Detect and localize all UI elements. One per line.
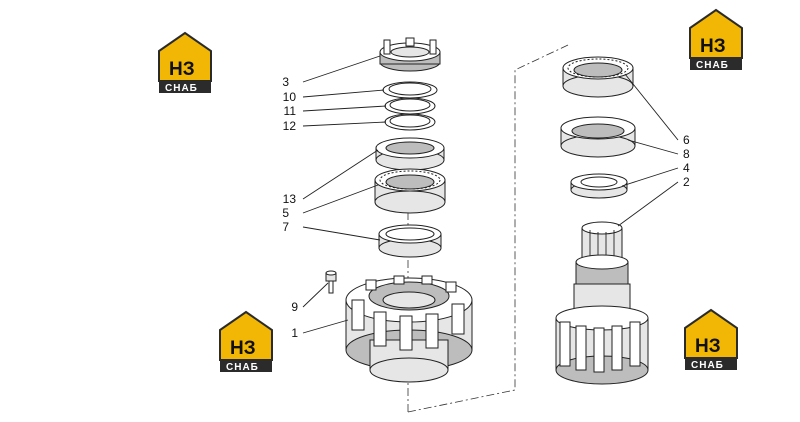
logo-bottom-text: СНАБ — [165, 83, 198, 94]
callout-2: 2 — [683, 175, 690, 189]
logo-top-left: НЗ СНАБ — [158, 32, 212, 94]
leader-lines — [302, 55, 679, 334]
part-11-ring — [384, 97, 436, 115]
part-12-ring — [384, 113, 436, 131]
part-5-roller-bearing — [374, 168, 446, 214]
part-4-ring — [570, 173, 628, 199]
logo-bottom-text: СНАБ — [696, 60, 729, 71]
callout-12: 12 — [283, 119, 297, 133]
logo-top-text: НЗ — [700, 36, 726, 57]
part-2-pinion-shaft — [555, 221, 649, 385]
callout-9: 9 — [291, 300, 298, 314]
part-10-ring — [382, 81, 438, 99]
callout-10: 10 — [283, 90, 297, 104]
callout-1: 1 — [291, 326, 298, 340]
logo-bottom-right: НЗ СНАБ — [684, 309, 738, 371]
callout-11: 11 — [284, 104, 297, 118]
callout-8: 8 — [683, 147, 690, 161]
callout-6: 6 — [683, 133, 690, 147]
logo-top-text: НЗ — [695, 336, 721, 357]
part-8-bearing-cup — [560, 116, 636, 158]
logo-bottom-left: НЗ СНАБ — [219, 311, 273, 373]
callouts-left: 3 10 11 12 13 5 7 9 1 — [282, 75, 298, 340]
part-3-lock-nut — [379, 37, 441, 72]
callout-5: 5 — [282, 206, 289, 220]
callout-3: 3 — [282, 75, 289, 89]
callouts-right: 6 8 4 2 — [683, 133, 690, 189]
callout-13: 13 — [283, 192, 297, 206]
callout-7: 7 — [282, 220, 289, 234]
callout-4: 4 — [683, 161, 690, 175]
part-1-housing — [345, 275, 473, 383]
part-9-bolt — [325, 270, 337, 294]
logo-top-right: НЗ СНАБ — [689, 9, 743, 71]
logo-top-text: НЗ — [230, 338, 256, 359]
part-6-bearing — [562, 56, 634, 98]
logo-bottom-text: СНАБ — [226, 362, 259, 373]
part-7-race-ring — [378, 224, 442, 258]
logo-top-text: НЗ — [169, 59, 195, 80]
part-13-bearing-cup — [375, 137, 445, 171]
logo-bottom-text: СНАБ — [691, 360, 724, 371]
